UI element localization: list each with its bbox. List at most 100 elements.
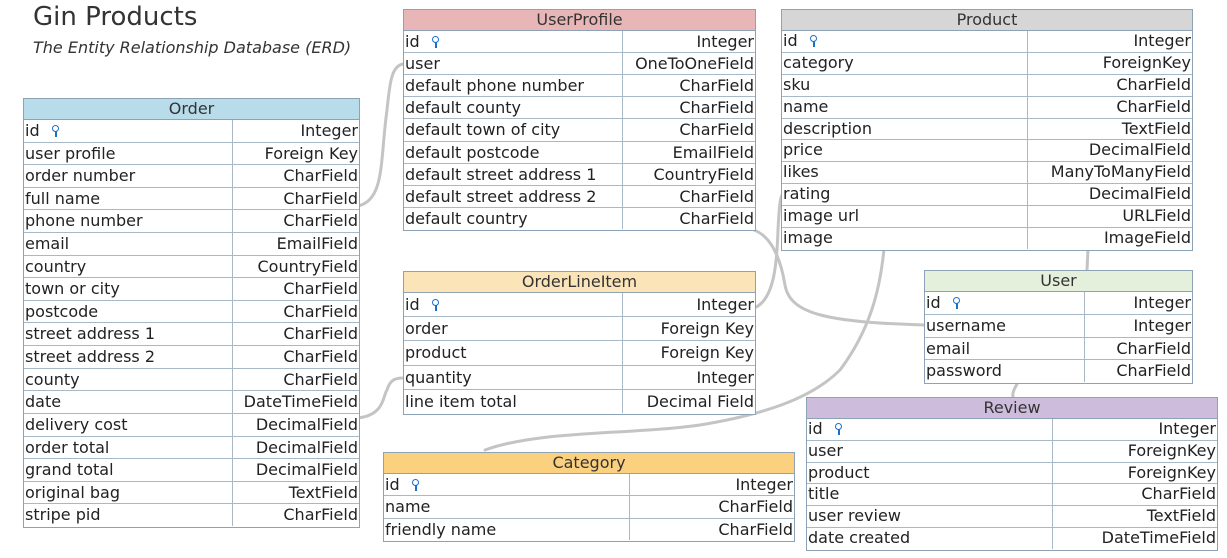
field-name: id [807, 419, 1053, 440]
field-name-text: name [385, 497, 431, 517]
field-type: CharField [718, 519, 793, 539]
field-name: name [782, 96, 1028, 118]
field-type: CountryField [257, 256, 359, 276]
diagram-title: Gin Products [33, 2, 198, 32]
field-type: DecimalField [255, 414, 358, 434]
entity-header: Order [24, 99, 359, 120]
field-type: Integer [1133, 293, 1191, 312]
field-name: description [782, 118, 1028, 140]
field-name: grand total [24, 459, 233, 481]
field-name-text: user review [808, 506, 901, 526]
field-type: CharField [1116, 74, 1191, 94]
field-type: DecimalField [255, 460, 358, 480]
field-type: Integer [696, 295, 754, 314]
field-name: town or city [24, 278, 233, 300]
field-row: delivery cost DecimalField [24, 413, 359, 437]
entity-header: OrderLineItem [404, 272, 755, 293]
field-type: EmailField [672, 142, 754, 162]
field-type: OneToOneField [635, 54, 754, 74]
field-name: street address 1 [24, 323, 233, 346]
field-name-text: likes [783, 162, 819, 182]
field-type: CharField [1116, 96, 1191, 116]
field-name-text: town or city [25, 279, 120, 299]
link-order-userprofile [356, 62, 405, 208]
field-type: Foreign Key [264, 143, 358, 163]
field-name: id [782, 31, 1028, 52]
field-name-text: default county [405, 98, 521, 118]
field-name-text: id [405, 295, 420, 314]
field-name-text: user [808, 440, 843, 460]
field-type: CharField [679, 98, 754, 118]
field-name-text: password [926, 361, 1002, 381]
field-name-text: id [25, 121, 40, 140]
field-name-text: category [783, 52, 854, 72]
field-name: order number [24, 165, 233, 187]
field-row: name CharField [782, 96, 1192, 119]
field-name-text: default street address 2 [405, 186, 597, 206]
field-name: image url [782, 206, 1028, 228]
field-name: product [807, 462, 1053, 484]
field-type: CharField [679, 120, 754, 140]
field-type: DecimalField [1088, 184, 1191, 204]
field-type: Integer [1133, 31, 1191, 50]
field-name-text: delivery cost [25, 414, 128, 434]
field-name-text: user profile [25, 143, 116, 163]
field-type: CharField [1141, 484, 1216, 504]
field-name: stripe pid [24, 504, 233, 526]
primary-key-icon [952, 296, 962, 309]
field-type: CharField [1116, 361, 1191, 381]
field-type: DateTimeField [243, 392, 358, 412]
field-name: date [24, 391, 233, 413]
field-name-text: phone number [25, 211, 143, 231]
field-type: CharField [679, 76, 754, 96]
field-name-text: street address 2 [25, 347, 156, 367]
field-name-text: date [25, 392, 62, 412]
field-type: Integer [696, 32, 754, 51]
field-type: DecimalField [1088, 140, 1191, 160]
field-type: CharField [283, 369, 358, 389]
field-name-text: name [783, 96, 829, 116]
field-name-text: line item total [405, 391, 517, 411]
field-name: street address 2 [24, 346, 233, 368]
field-type: CharField [283, 324, 358, 344]
field-type: URLField [1122, 206, 1191, 226]
field-name-text: email [926, 338, 971, 358]
field-name: user profile [24, 142, 233, 165]
diagram-subtitle: The Entity Relationship Database (ERD) [33, 38, 352, 57]
field-name-text: price [783, 140, 823, 160]
field-name: country [24, 255, 233, 278]
field-name: full name [24, 187, 233, 210]
field-name-text: id [783, 31, 798, 50]
link-order-orderlineitem [356, 376, 405, 420]
entity-header: Review [807, 398, 1217, 419]
field-name: category [782, 52, 1028, 74]
field-name: quantity [404, 365, 623, 389]
primary-key-icon [411, 478, 421, 491]
field-name-text: default phone number [405, 76, 584, 96]
field-name: default phone number [404, 75, 623, 97]
field-name: phone number [24, 210, 233, 233]
field-name-text: image [783, 228, 833, 248]
field-name-text: product [405, 343, 467, 363]
field-name: original bag [24, 481, 233, 504]
field-name-text: username [926, 315, 1006, 335]
field-name: password [925, 360, 1085, 382]
